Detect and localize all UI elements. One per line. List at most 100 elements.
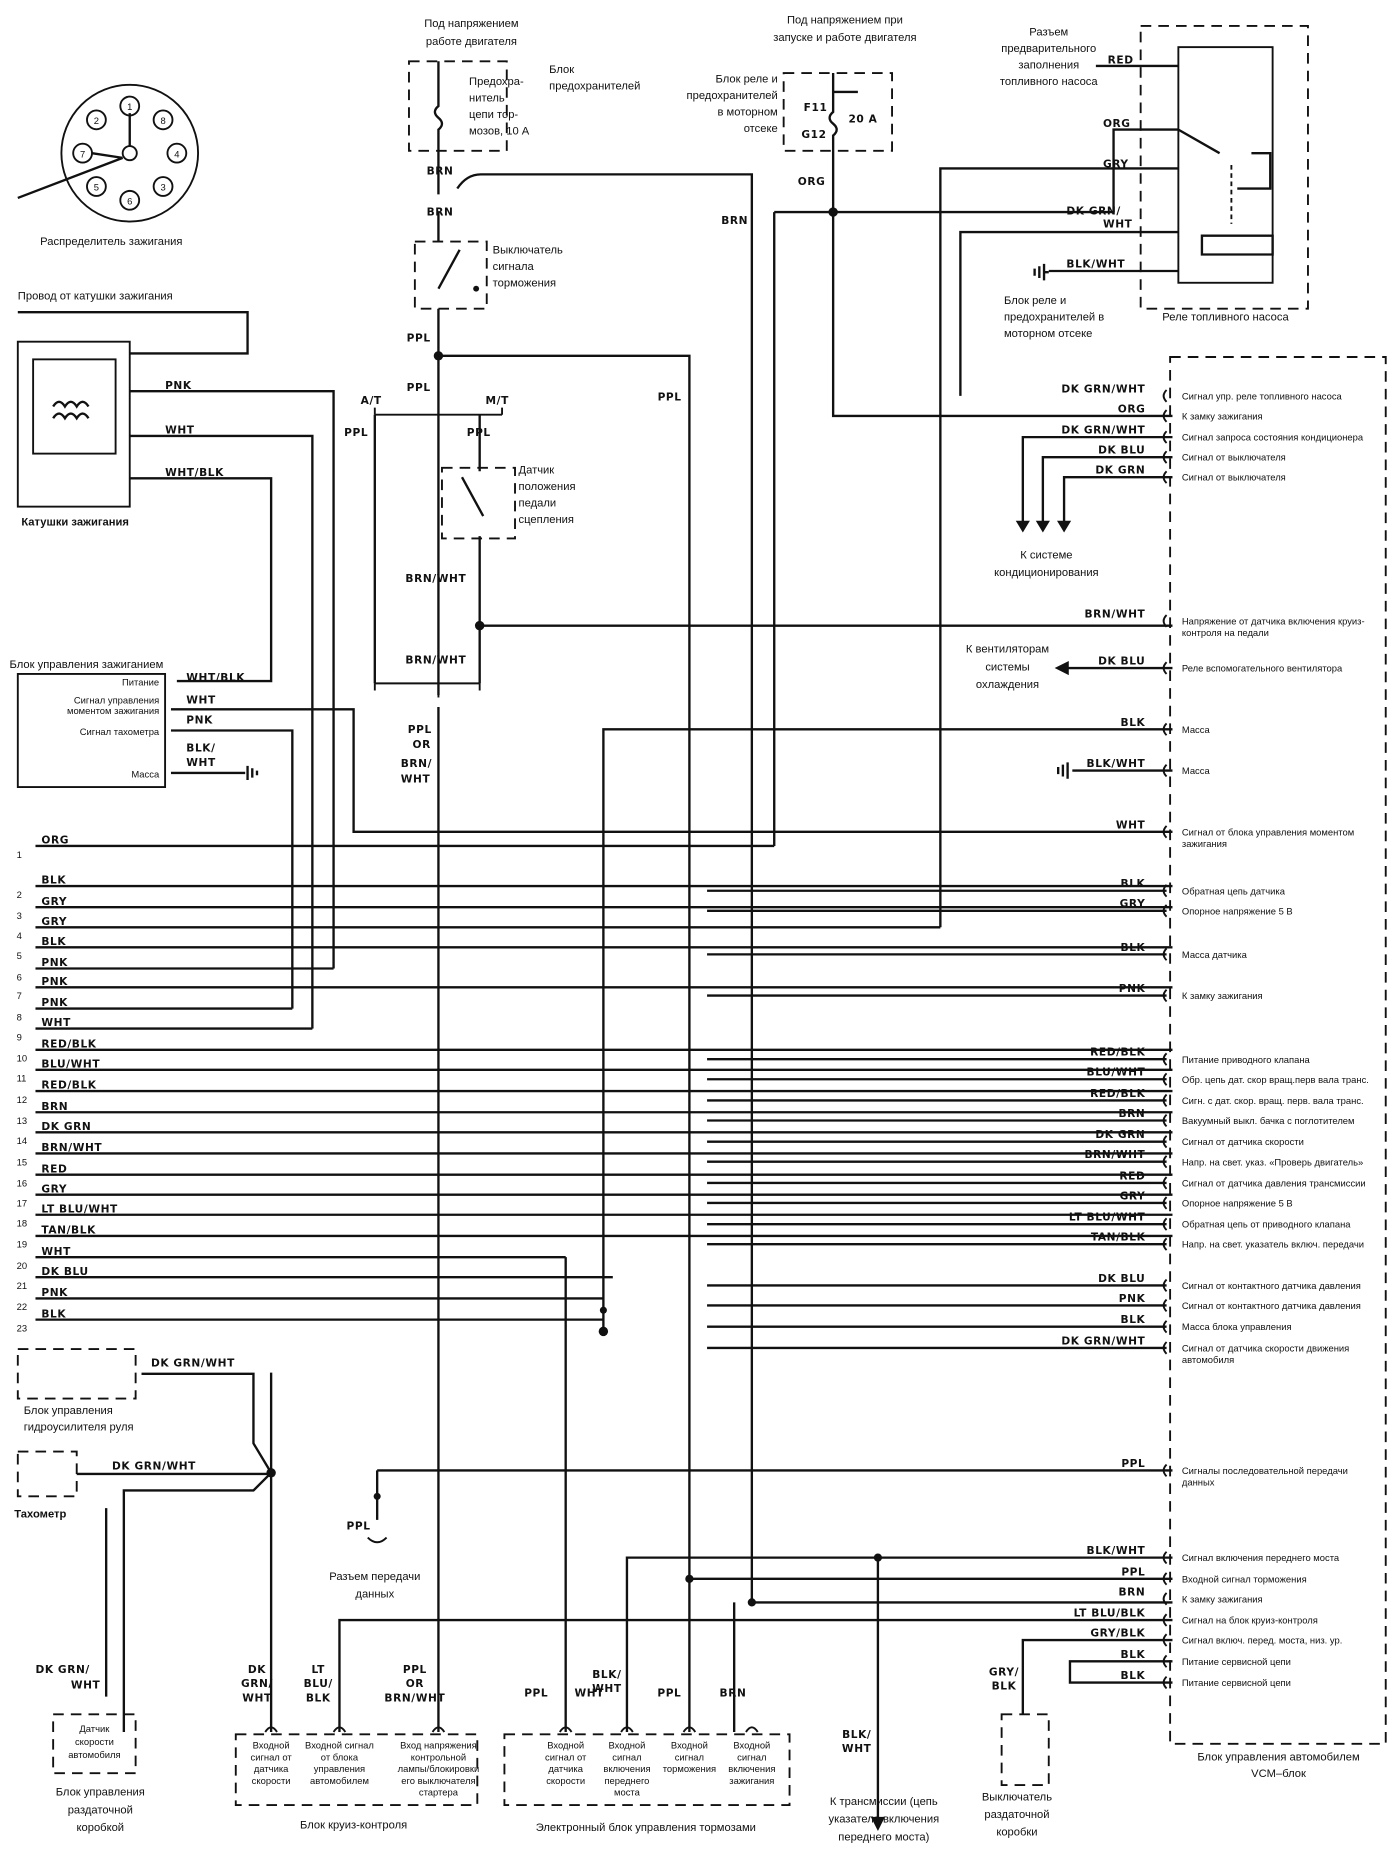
vcm-pin-label-2: контроля на педали <box>1182 627 1269 638</box>
vcm-wire-color: RED/BLK <box>1090 1047 1145 1059</box>
cruise-input-label: автомобилем <box>310 1775 369 1786</box>
distributor-pin <box>86 109 107 131</box>
connector-icon <box>682 1726 697 1733</box>
vcm-pin-label: Сигнал от контактного датчика давления <box>1182 1280 1361 1291</box>
clutch-sensor-label-4: сцепления <box>519 514 574 526</box>
vcm-wire-color: DK GRN/WHT <box>1061 1335 1145 1347</box>
run-power-label: Под напряжением <box>424 18 518 30</box>
pin-number: 7 <box>17 990 22 1001</box>
distributor-pin <box>86 176 107 197</box>
vcm-pin-label: Масса <box>1182 765 1211 776</box>
vcm-pin-label: Сигнал запроса состояния кондиционера <box>1182 432 1364 443</box>
ps-wire: DK GRN/WHT <box>151 1358 235 1370</box>
vcm-pin-label: Сигнал на блок круиз-контроля <box>1182 1615 1318 1626</box>
wire-label: DK <box>248 1664 266 1676</box>
vcm-pin-label-2: зажигания <box>1182 838 1227 849</box>
pin-number: 10 <box>17 1053 27 1064</box>
wire-brnwht-1: BRN/WHT <box>405 573 466 585</box>
cruise-input-label: его выключателя <box>401 1775 475 1786</box>
cruise-input-label: управления <box>314 1763 365 1774</box>
coil-pnk: PNK <box>165 380 192 392</box>
relay-block-label: Блок реле и <box>715 73 777 85</box>
connector-icon <box>1162 389 1168 403</box>
pin-wire-color: BRN/WHT <box>41 1142 102 1154</box>
wire-label: BLK/ <box>592 1669 621 1681</box>
speedo-label: Тахометр <box>14 1509 66 1521</box>
vcm-wire-color: DK GRN/WHT <box>1061 383 1145 395</box>
vcm-pin-label: Сигнал от контактного датчика давления <box>1182 1300 1361 1311</box>
ign-pin-ground: Масса <box>131 769 160 780</box>
vcm-wire-color: PPL <box>1121 1458 1145 1470</box>
pin-wire-color: GRY <box>41 916 67 928</box>
vcm-box <box>1169 356 1387 1745</box>
bottom-modules: DK GRN/WHT Блок управления гидроусилител… <box>14 1348 1173 1834</box>
vcm-wire-color: RED/BLK <box>1090 1088 1145 1100</box>
cruise-input-label: скорости <box>252 1775 291 1786</box>
connector-icon <box>558 1726 573 1733</box>
clutch-sensor-label: Датчик <box>519 465 555 477</box>
pin-wire-color: BRN <box>41 1101 68 1113</box>
wire-ppl-mid: PPL <box>658 392 682 404</box>
connector-icon <box>1162 722 1168 736</box>
pin-wire-color: PNK <box>41 957 68 969</box>
start-run-power-label-2: запуске и работе двигателя <box>773 32 916 44</box>
ebcm-input-label: сигнал <box>737 1751 766 1762</box>
vcm-wire-color: GRY/BLK <box>1090 1628 1145 1640</box>
relay-block-label: предохранителей <box>687 90 778 102</box>
wire-ppl-mt: PPL <box>467 427 491 439</box>
wire-org: ORG <box>798 176 826 188</box>
wire-brn-3: BRN <box>721 215 748 227</box>
wire-label: PPL <box>524 1688 548 1700</box>
ign-pin-timing: Сигнал управления <box>74 694 159 705</box>
relay-block-label: в моторном <box>717 106 777 118</box>
pin-number: 15 <box>17 1156 27 1167</box>
vcm-pin-label: Масса <box>1182 724 1211 735</box>
run-power-label-2: работе двигателя <box>426 36 517 48</box>
fuse-20a: 20 A <box>848 114 877 126</box>
pin-number: 4 <box>17 930 22 941</box>
pin-wire-color: RED <box>41 1163 67 1175</box>
fans-label-2: системы <box>985 661 1029 673</box>
wire-pplor-1: PPL <box>408 724 432 736</box>
trans-label-2: указателя включения <box>828 1814 939 1826</box>
vcm-pin-label: Опорное напряжение 5 В <box>1182 905 1293 916</box>
ignition-coil: PNK WHT WHT/BLK Катушки зажигания <box>16 340 335 1029</box>
pin-number: 11 <box>17 1073 27 1084</box>
wire-brnwht-2: BRN/WHT <box>405 654 466 666</box>
brake-fuse-label: Предохра- <box>469 76 524 88</box>
vcm-wire-color: PPL <box>1121 1566 1145 1578</box>
ebcm-input-label: Входной <box>671 1739 708 1750</box>
vcm-pin-label: Сигнал от датчика скорости движения <box>1182 1342 1349 1353</box>
fuel-pump-relay: Разъемпредварительногозаполнениятопливно… <box>939 24 1309 928</box>
ebcm-input-label: Входной <box>733 1739 770 1750</box>
wire-label: WHT <box>242 1692 272 1704</box>
pin-wire-color: DK BLU <box>41 1266 88 1278</box>
fuel-pump-relay-label: Реле топливного насоса <box>1162 311 1289 323</box>
wire-brn-2: BRN <box>427 207 454 219</box>
ac-and-fan: К системе кондиционирования К вентилятор… <box>602 435 1173 1332</box>
cruise-input-label: Входной <box>253 1739 290 1750</box>
wire-label: WHT <box>592 1683 622 1695</box>
vcm-pin-label: Масса блока управления <box>1182 1321 1292 1332</box>
connector-icon <box>1162 764 1168 778</box>
vcm-pin-label: Напр. на свет. указатель включ. передачи <box>1182 1239 1364 1250</box>
ebcm-input-label: переднего <box>604 1775 649 1786</box>
vcm-wire-color: GRY <box>1120 1190 1146 1202</box>
ground-icon <box>1033 263 1049 281</box>
wire-label: BLK <box>992 1681 1017 1693</box>
vcm-wire-color: TAN/BLK <box>1091 1232 1146 1244</box>
connector-icon <box>332 1726 347 1733</box>
tc-wire-2: WHT <box>71 1679 101 1691</box>
cruise-input-label: датчика <box>254 1763 289 1774</box>
wire-ppl-1: PPL <box>407 333 431 345</box>
vcm-pin-label: Питание приводного клапана <box>1182 1054 1311 1065</box>
distributor-pin <box>166 142 188 164</box>
pin-number: 23 <box>17 1322 27 1333</box>
vcm-wire-color: BLK <box>1121 878 1146 890</box>
ign-pin-tach: Сигнал тахометра <box>80 726 160 737</box>
pin-wire-color: TAN/BLK <box>41 1225 96 1237</box>
vcm-label: Блок управления автомобилем <box>1197 1751 1359 1763</box>
cruise-input-label: от блока <box>321 1751 359 1762</box>
